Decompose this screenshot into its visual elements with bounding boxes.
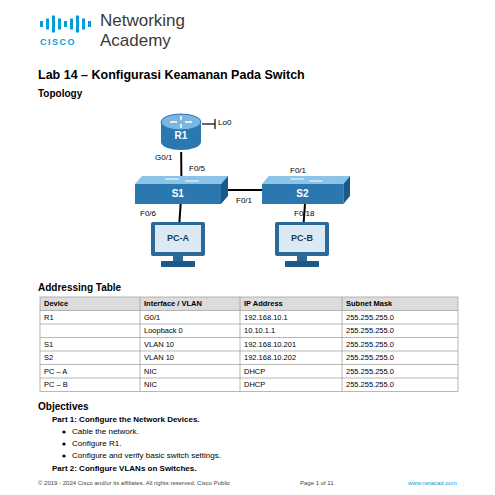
device-name: PC-B xyxy=(267,234,337,243)
cable-line xyxy=(180,152,182,176)
table-cell: VLAN 10 xyxy=(144,354,174,363)
table-header-cell: Subnet Mask xyxy=(346,300,392,309)
objective-item: Configure and verify basic switch settin… xyxy=(72,451,221,460)
table-cell: 192.168.10.1 xyxy=(244,314,288,323)
interface-label: Lo0 xyxy=(218,118,231,127)
table-cell: PC – A xyxy=(44,368,67,377)
footer-link: www.netacad.com xyxy=(408,480,457,487)
device-name: R1 xyxy=(160,131,202,141)
bullets xyxy=(62,430,65,457)
table-cell: PC – B xyxy=(44,381,68,390)
table-cell: S2 xyxy=(44,354,53,363)
interface-label: F0/5 xyxy=(189,164,205,173)
table-cell: 10.10.1.1 xyxy=(244,327,275,336)
table-cell: DHCP xyxy=(244,368,265,377)
table-cell: 192.168.10.202 xyxy=(244,354,296,363)
pc-node: PC-B xyxy=(267,222,337,268)
section-heading: Objectives xyxy=(38,401,89,413)
device-name: PC-A xyxy=(143,234,213,243)
device-name: S1 xyxy=(135,189,221,199)
footer-text: © 2019 - 2024 Cisco and/or its affiliate… xyxy=(38,480,230,487)
cable-line xyxy=(179,204,180,222)
switch-node: S1 xyxy=(135,176,228,204)
table-cell: G0/1 xyxy=(144,314,160,323)
table-cell: S1 xyxy=(44,341,53,350)
objective-part: Part 2: Configure VLANs on Switches. xyxy=(52,464,196,473)
switch-node: S2 xyxy=(262,176,350,204)
interface-label: G0/1 xyxy=(155,153,172,162)
table-header-cell: Device xyxy=(44,300,68,309)
table-cell: 255.255.255.0 xyxy=(346,341,394,350)
table-cell: 255.255.255.0 xyxy=(346,327,394,336)
page-title: Lab 14 – Konfigurasi Keamanan Pada Switc… xyxy=(38,68,305,82)
table-cell: NIC xyxy=(144,368,157,377)
section-heading: Addressing Table xyxy=(38,282,121,294)
footer-text: Page 1 of 11 xyxy=(300,480,334,487)
cisco-bars xyxy=(40,16,91,33)
loopback-stub xyxy=(202,119,215,129)
table-cell: DHCP xyxy=(244,381,265,390)
pc-icon xyxy=(143,222,213,268)
table-header-cell: IP Address xyxy=(244,300,283,309)
pc-icon xyxy=(267,222,337,268)
table-cell: 255.255.255.0 xyxy=(346,314,394,323)
table-cell: 255.255.255.0 xyxy=(346,381,394,390)
table-cell: 255.255.255.0 xyxy=(346,368,394,377)
table-cell: R1 xyxy=(44,314,54,323)
interface-label: F0/1 xyxy=(290,166,306,175)
table-cell: NIC xyxy=(144,381,157,390)
interface-label: F0/6 xyxy=(140,209,156,218)
brand-text: Networking xyxy=(100,11,185,31)
objective-part: Part 1: Configure the Network Devices. xyxy=(52,415,200,424)
brand-text: Academy xyxy=(100,31,171,51)
router-node: R1 xyxy=(160,112,202,152)
table-cell: 192.168.10.201 xyxy=(244,341,296,350)
pc-node: PC-A xyxy=(143,222,213,268)
cable-line xyxy=(228,189,262,191)
interface-label: F0/18 xyxy=(294,209,314,218)
table-cell: VLAN 10 xyxy=(144,341,174,350)
address-table-grid xyxy=(40,297,458,392)
table-cell: 255.255.255.0 xyxy=(346,354,394,363)
objective-item: Cable the network. xyxy=(72,427,139,436)
objective-item: Configure R1. xyxy=(72,439,121,448)
logo-text: CISCO xyxy=(40,37,76,47)
table-cell: Loopback 0 xyxy=(144,327,183,336)
table-header-cell: Interface / VLAN xyxy=(144,300,202,309)
device-name: S2 xyxy=(262,189,343,199)
section-heading: Topology xyxy=(38,88,82,100)
interface-label: F0/1 xyxy=(236,196,252,205)
